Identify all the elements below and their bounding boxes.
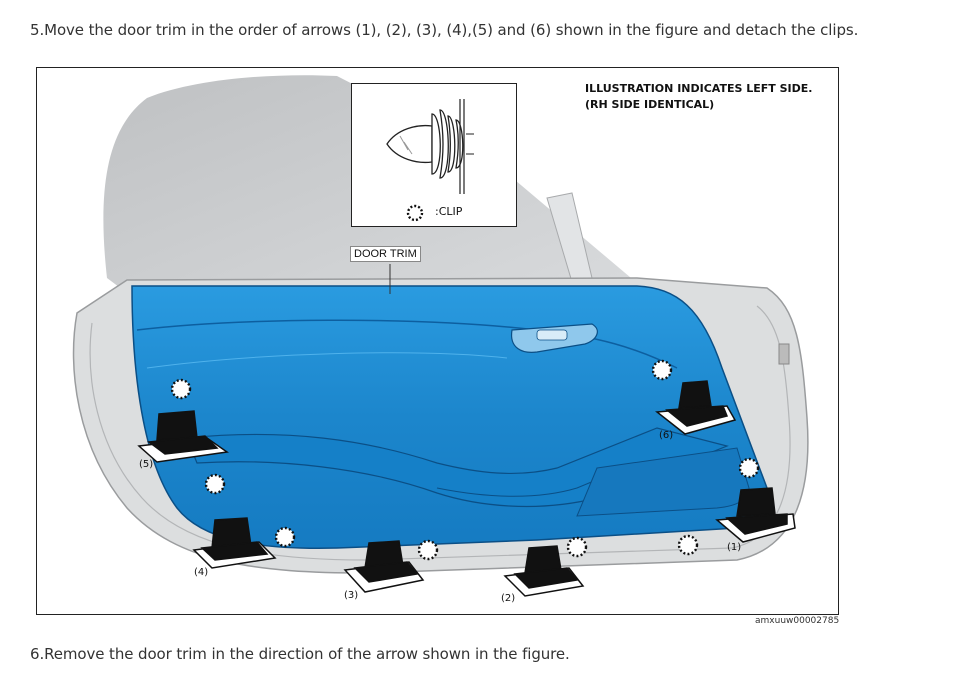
- door-trim-callout: DOOR TRIM: [350, 246, 421, 262]
- arrow-4-icon: [192, 517, 277, 569]
- door-illustration: [72, 75, 809, 597]
- step-5-instruction: 5.Move the door trim in the order of arr…: [30, 21, 859, 39]
- clip-detail-drawing: [386, 99, 474, 222]
- arrow-label-5: (5): [139, 459, 154, 470]
- arrow-3-icon: [343, 540, 425, 593]
- clip-legend-label: :CLIP: [435, 205, 463, 218]
- removal-arrows: [137, 380, 796, 597]
- figure-code: amxuuw00002785: [755, 616, 840, 626]
- clip-icon: [566, 536, 588, 558]
- top-figure-code: amxuuw00002784: [755, 0, 839, 2]
- arrow-label-6: (6): [659, 430, 674, 441]
- arrow-label-1: (1): [727, 542, 742, 553]
- illustration-note-line1: ILLUSTRATION INDICATES LEFT SIDE.: [585, 82, 813, 95]
- arrow-6-icon: [655, 380, 737, 435]
- arrow-label-4: (4): [194, 567, 209, 578]
- clip-icon: [170, 378, 192, 400]
- clip-icon: [274, 526, 296, 548]
- arrow-5-icon: [137, 410, 229, 463]
- arrow-1-icon: [715, 487, 796, 543]
- clip-legend-icon: [406, 204, 424, 222]
- arrow-label-3: (3): [344, 590, 359, 601]
- clips: [170, 359, 760, 561]
- clip-detail-inset: [351, 83, 517, 227]
- clip-icon: [677, 534, 699, 556]
- clip-icon: [738, 457, 760, 479]
- door-trim-figure: ILLUSTRATION INDICATES LEFT SIDE. (RH SI…: [36, 67, 839, 615]
- clip-icon: [204, 473, 226, 495]
- clip-icon: [651, 359, 673, 381]
- arrow-2-icon: [503, 545, 585, 597]
- illustration-note-line2: (RH SIDE IDENTICAL): [585, 98, 715, 111]
- clip-icon: [417, 539, 439, 561]
- arrow-label-2: (2): [501, 593, 516, 604]
- step-6-instruction: 6.Remove the door trim in the direction …: [30, 645, 570, 663]
